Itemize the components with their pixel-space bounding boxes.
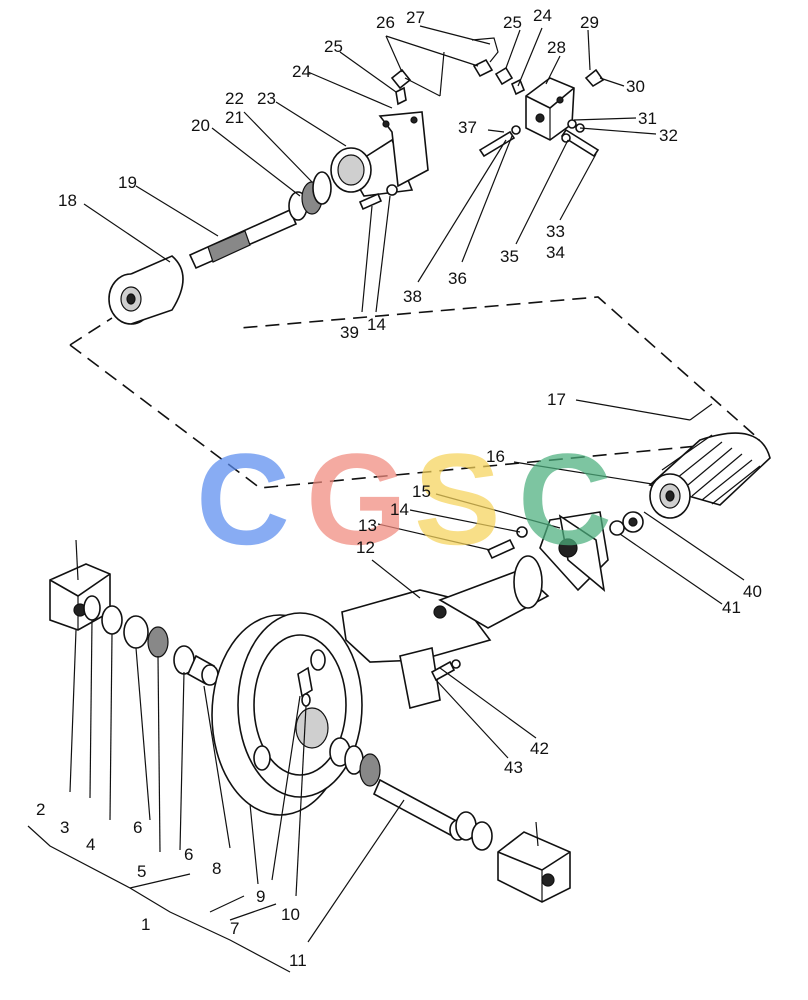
callout-42: 42	[530, 739, 549, 758]
callout-19: 19	[118, 173, 137, 192]
part-15-plate	[539, 511, 609, 592]
callout-35: 35	[500, 247, 519, 266]
watermark-letter-1: C	[196, 426, 290, 572]
callout-2: 2	[36, 800, 45, 819]
callout-16: 16	[486, 447, 505, 466]
callout-7: 7	[230, 919, 239, 938]
part-right-seals	[329, 737, 381, 787]
callout-6b: 6	[184, 845, 193, 864]
part-19-rod	[188, 208, 298, 270]
callout-24a: 24	[292, 62, 311, 81]
part-right-bracket	[497, 821, 571, 903]
callout-36: 36	[448, 269, 467, 288]
callout-15: 15	[412, 482, 431, 501]
part-left-bracket	[49, 539, 111, 631]
callout-14b: 14	[367, 315, 386, 334]
callout-28: 28	[547, 38, 566, 57]
part-23-cylinder	[330, 111, 429, 197]
callout-30: 30	[626, 77, 645, 96]
watermark-letter-4: C	[518, 426, 612, 572]
callout-6a: 6	[133, 818, 142, 837]
callout-5: 5	[137, 862, 146, 881]
callout-4: 4	[86, 835, 95, 854]
part-4-ring	[101, 605, 123, 635]
part-16-spring-seat	[649, 473, 691, 519]
callout-9: 9	[256, 887, 265, 906]
part-40-nut	[609, 511, 644, 536]
callout-26: 26	[376, 13, 395, 32]
callout-12: 12	[356, 538, 375, 557]
callout-10: 10	[281, 905, 300, 924]
leader-lines	[27, 25, 745, 973]
callout-41: 41	[722, 598, 741, 617]
callout-11: 11	[289, 951, 307, 970]
callout-24b: 24	[533, 6, 552, 25]
callout-40: 40	[743, 582, 762, 601]
callout-37: 37	[458, 118, 477, 137]
callout-20: 20	[191, 116, 210, 135]
callout-25a: 25	[324, 37, 343, 56]
part-38-screw	[478, 125, 521, 158]
part-8-bushing	[186, 654, 219, 686]
part-9-plug	[297, 666, 313, 698]
part-25-fitting-right	[472, 58, 526, 96]
callout-22: 22	[225, 89, 244, 108]
part-26-fitting	[390, 68, 441, 106]
callout-38: 38	[403, 287, 422, 306]
part-13-bolt	[486, 526, 528, 560]
callout-17: 17	[547, 390, 566, 409]
callout-33: 33	[546, 222, 565, 241]
callout-8: 8	[212, 859, 221, 878]
callout-1: 1	[141, 915, 150, 934]
callout-31: 31	[638, 109, 657, 128]
callout-25b: 25	[503, 13, 522, 32]
part-right-bearings	[455, 811, 493, 851]
watermark-letter-2: G	[306, 426, 407, 572]
watermark-letter-3: S	[414, 426, 501, 572]
part-12-yoke	[341, 555, 550, 709]
callout-32: 32	[659, 126, 678, 145]
part-3-seal	[83, 595, 101, 621]
callout-21: 21	[225, 108, 244, 127]
part-29-nipple	[584, 68, 605, 88]
watermark: C G S C	[196, 426, 612, 572]
part-43-bolt	[430, 659, 461, 682]
part-11-shaft	[372, 778, 467, 841]
callout-27: 27	[406, 8, 425, 27]
callout-13: 13	[358, 516, 377, 535]
callout-labels: 1 2 3 4 5 6 6 7 8 9 10 11 12 13 14 14 15…	[36, 6, 762, 970]
callout-43: 43	[504, 758, 523, 777]
callout-14a: 14	[390, 500, 409, 519]
part-10-washer	[301, 693, 311, 707]
part-18-cap	[108, 255, 184, 325]
callout-39: 39	[340, 323, 359, 342]
callout-34: 34	[546, 243, 565, 262]
callout-3: 3	[60, 818, 69, 837]
callout-29: 29	[580, 13, 599, 32]
dashed-group-outline	[69, 296, 762, 489]
part-6-bearing	[123, 615, 195, 675]
callout-23: 23	[257, 89, 276, 108]
part-39-bolt	[358, 184, 398, 211]
callout-18: 18	[58, 191, 77, 210]
